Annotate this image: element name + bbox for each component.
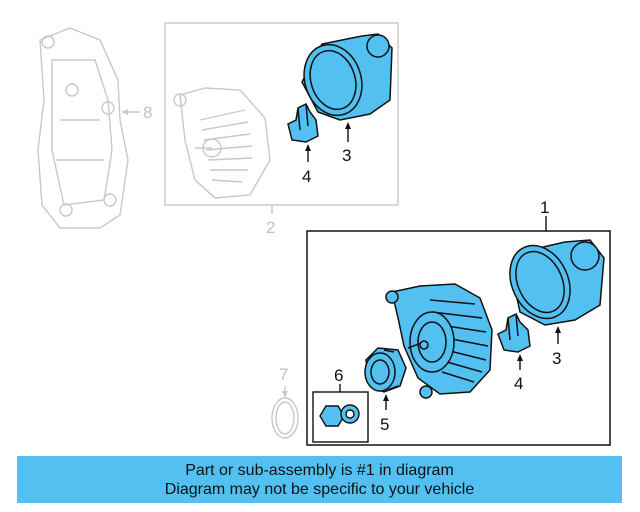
nut — [319, 405, 345, 427]
callout-4-main: 4 — [514, 374, 523, 393]
belt-ring — [271, 397, 299, 439]
frame-2 — [164, 22, 399, 206]
regulator-clip-main — [497, 312, 531, 353]
pulley — [364, 347, 407, 393]
leader-4-main — [517, 354, 523, 370]
rear-cover-top — [301, 33, 393, 121]
parts-diagram: 8 2 3 4 1 — [37, 22, 611, 446]
banner-line-2: Diagram may not be specific to your vehi… — [164, 480, 475, 498]
callout-3-top: 3 — [342, 146, 351, 165]
leader-3-top — [345, 122, 351, 142]
leader-5 — [383, 394, 389, 410]
callout-3-main: 3 — [552, 349, 561, 368]
leader-8 — [122, 109, 140, 115]
leader-7 — [282, 386, 288, 398]
callout-4-top: 4 — [302, 167, 311, 186]
alternator-outline-top — [173, 87, 271, 199]
leader-4-top — [305, 144, 311, 162]
frame-1 — [306, 230, 611, 446]
leader-3-main — [555, 326, 561, 344]
info-banner: Part or sub-assembly is #1 in diagram Di… — [17, 456, 622, 503]
callout-6: 6 — [334, 366, 343, 385]
washer — [340, 404, 360, 424]
mounting-bracket — [37, 27, 129, 229]
callout-1: 1 — [540, 198, 549, 217]
callout-7: 7 — [279, 365, 288, 384]
callout-2: 2 — [266, 218, 275, 237]
regulator-clip-top — [287, 102, 319, 143]
banner-line-1: Part or sub-assembly is #1 in diagram — [185, 461, 454, 479]
rear-cover-main — [509, 239, 605, 326]
callout-8: 8 — [143, 103, 152, 122]
callout-5: 5 — [380, 415, 389, 434]
alternator-main — [385, 283, 493, 399]
